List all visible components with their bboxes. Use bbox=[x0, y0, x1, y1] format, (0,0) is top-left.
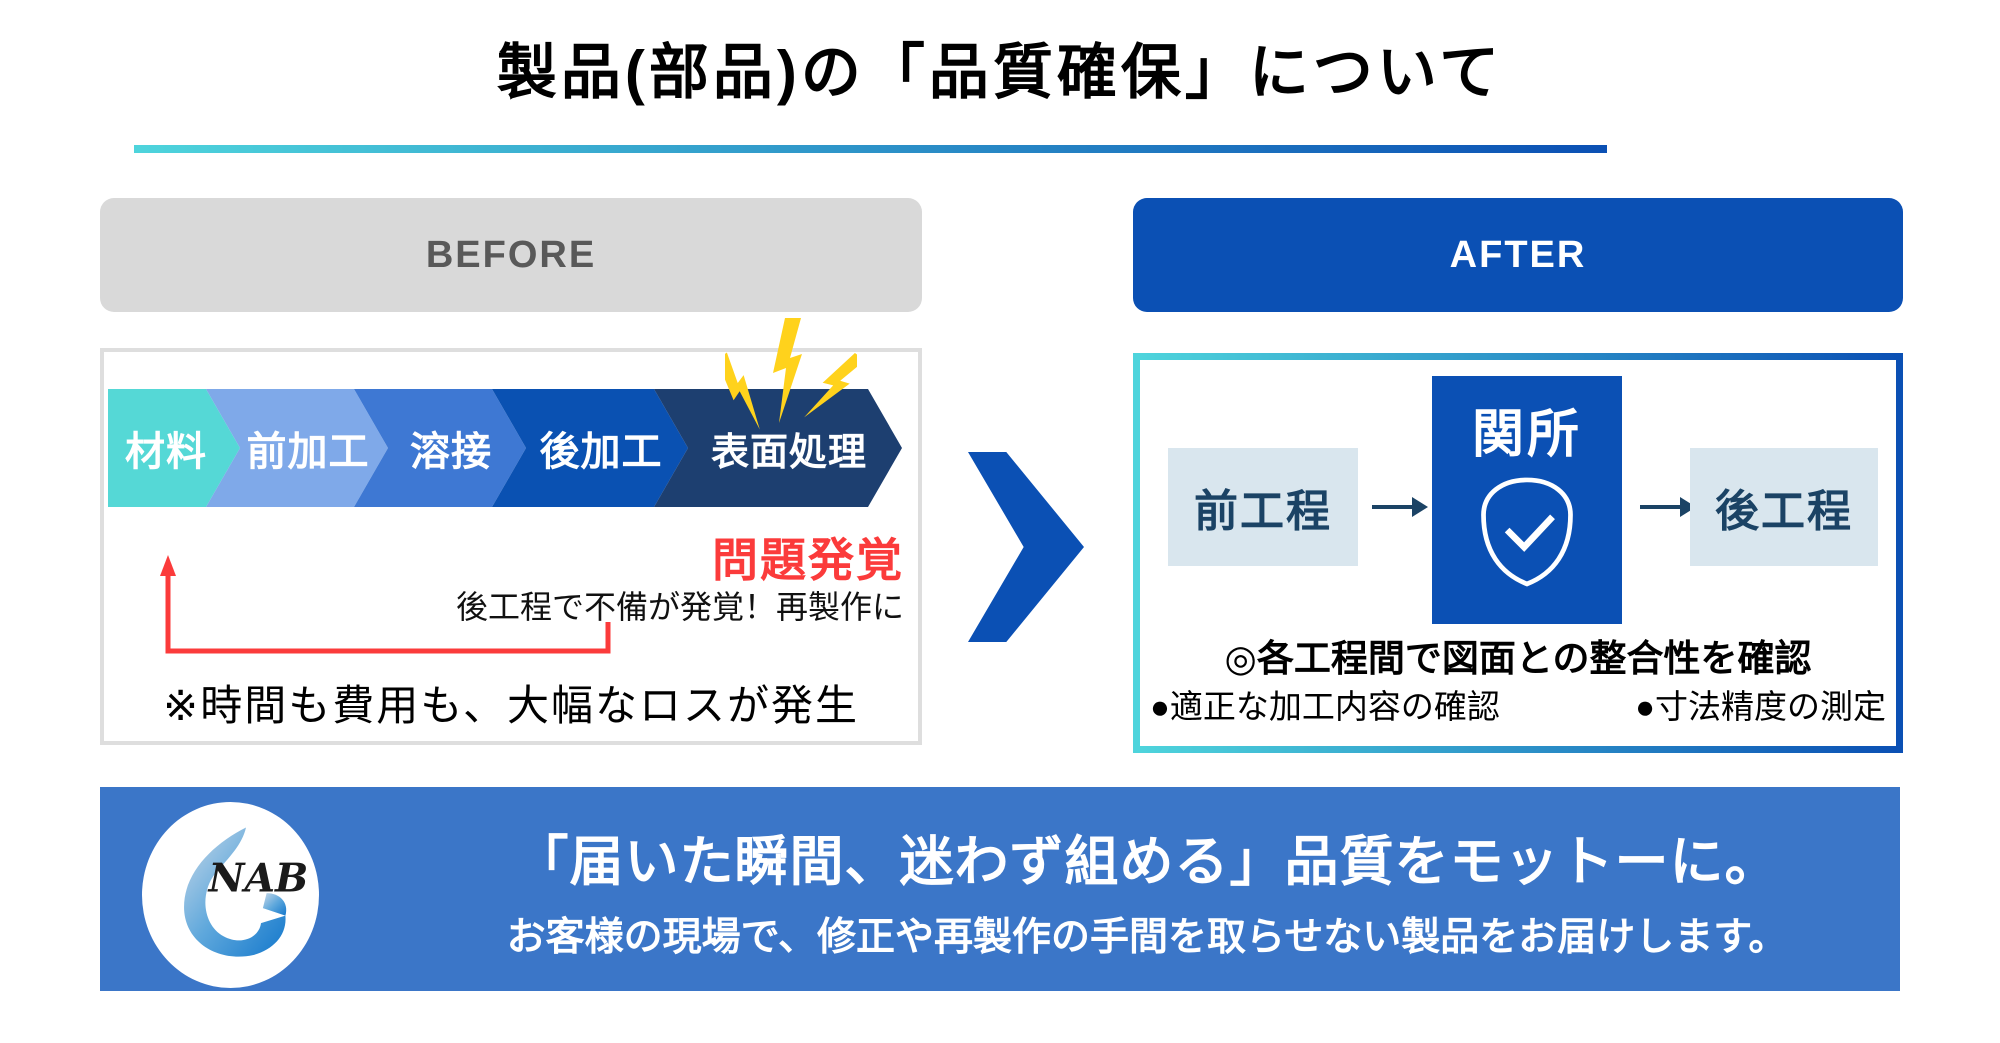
after-header: AFTER bbox=[1133, 198, 1903, 312]
check-item-left: ●適正な加工内容の確認 bbox=[1150, 688, 1500, 725]
process-step-label: 材料 bbox=[125, 430, 207, 474]
banner-text: 「届いた瞬間、迷わず組める」品質をモットーに。 お客様の現場で、修正や再製作の手… bbox=[410, 787, 1884, 991]
post-process-label: 後工程 bbox=[1715, 487, 1853, 536]
chevron-right-icon bbox=[968, 452, 1084, 642]
before-header: BEFORE bbox=[100, 198, 922, 312]
process-step-postprocessing: 後加工 bbox=[492, 389, 688, 507]
before-header-label: BEFORE bbox=[425, 233, 597, 276]
nab-logo: NAB bbox=[142, 802, 319, 988]
nab-logo-text: NAB bbox=[206, 855, 306, 901]
quality-banner: NAB 「届いた瞬間、迷わず組める」品質をモットーに。 お客様の現場で、修正や再… bbox=[100, 787, 1900, 991]
after-header-label: AFTER bbox=[1449, 233, 1587, 276]
process-step-label: 表面処理 bbox=[710, 431, 867, 474]
check-item-right: ●寸法精度の測定 bbox=[1635, 688, 1886, 725]
problem-label: 問題発覚 bbox=[712, 534, 904, 586]
page-title: 製品(部品)の「品質確保」について bbox=[496, 39, 1504, 106]
problem-detail: 後工程で不備が発覚！再製作に bbox=[455, 589, 904, 625]
lightning-bolts-icon bbox=[725, 318, 857, 430]
return-arrow-icon bbox=[160, 555, 611, 654]
checkpoint-label: 関所 bbox=[1471, 406, 1582, 464]
banner-subline: お客様の現場で、修正や再製作の手間を取らせない製品をお届けします。 bbox=[506, 915, 1788, 959]
check-items: ●適正な加工内容の確認 ●寸法精度の測定 bbox=[1140, 680, 1896, 728]
pre-process-box: 前工程 bbox=[1168, 448, 1358, 566]
arrow-right-icon bbox=[1640, 497, 1696, 517]
before-panel: 材料 前加工 溶接 後加工 表面処理 問題発覚 後工程で不備が発覚！再製作に bbox=[100, 318, 922, 745]
process-step-label: 溶接 bbox=[410, 430, 492, 474]
process-flow: 材料 前加工 溶接 後加工 表面処理 bbox=[108, 389, 902, 507]
checkpoint-box: 関所 bbox=[1432, 376, 1622, 624]
title-underline bbox=[134, 145, 1607, 153]
check-title: ◎各工程間で図面との整合性を確認 bbox=[1224, 638, 1812, 679]
process-step-label: 前加工 bbox=[246, 430, 370, 474]
nab-logo-swoosh-icon: NAB bbox=[183, 827, 306, 957]
loss-note: ※時間も費用も、大幅なロスが発生 bbox=[163, 682, 859, 729]
arrow-right-icon bbox=[1372, 497, 1428, 517]
process-step-surface-treatment: 表面処理 bbox=[654, 389, 902, 507]
shield-check-icon bbox=[1481, 477, 1573, 587]
after-panel: 前工程 関所 後工程 ◎各工程間で図面との整合性を確認 ●適正な加工内容の確認 … bbox=[1133, 353, 1903, 753]
process-step-label: 後加工 bbox=[539, 430, 663, 474]
pre-process-label: 前工程 bbox=[1194, 487, 1332, 536]
post-process-box: 後工程 bbox=[1690, 448, 1878, 566]
banner-headline: 「届いた瞬間、迷わず組める」品質をモットーに。 bbox=[514, 831, 1780, 892]
